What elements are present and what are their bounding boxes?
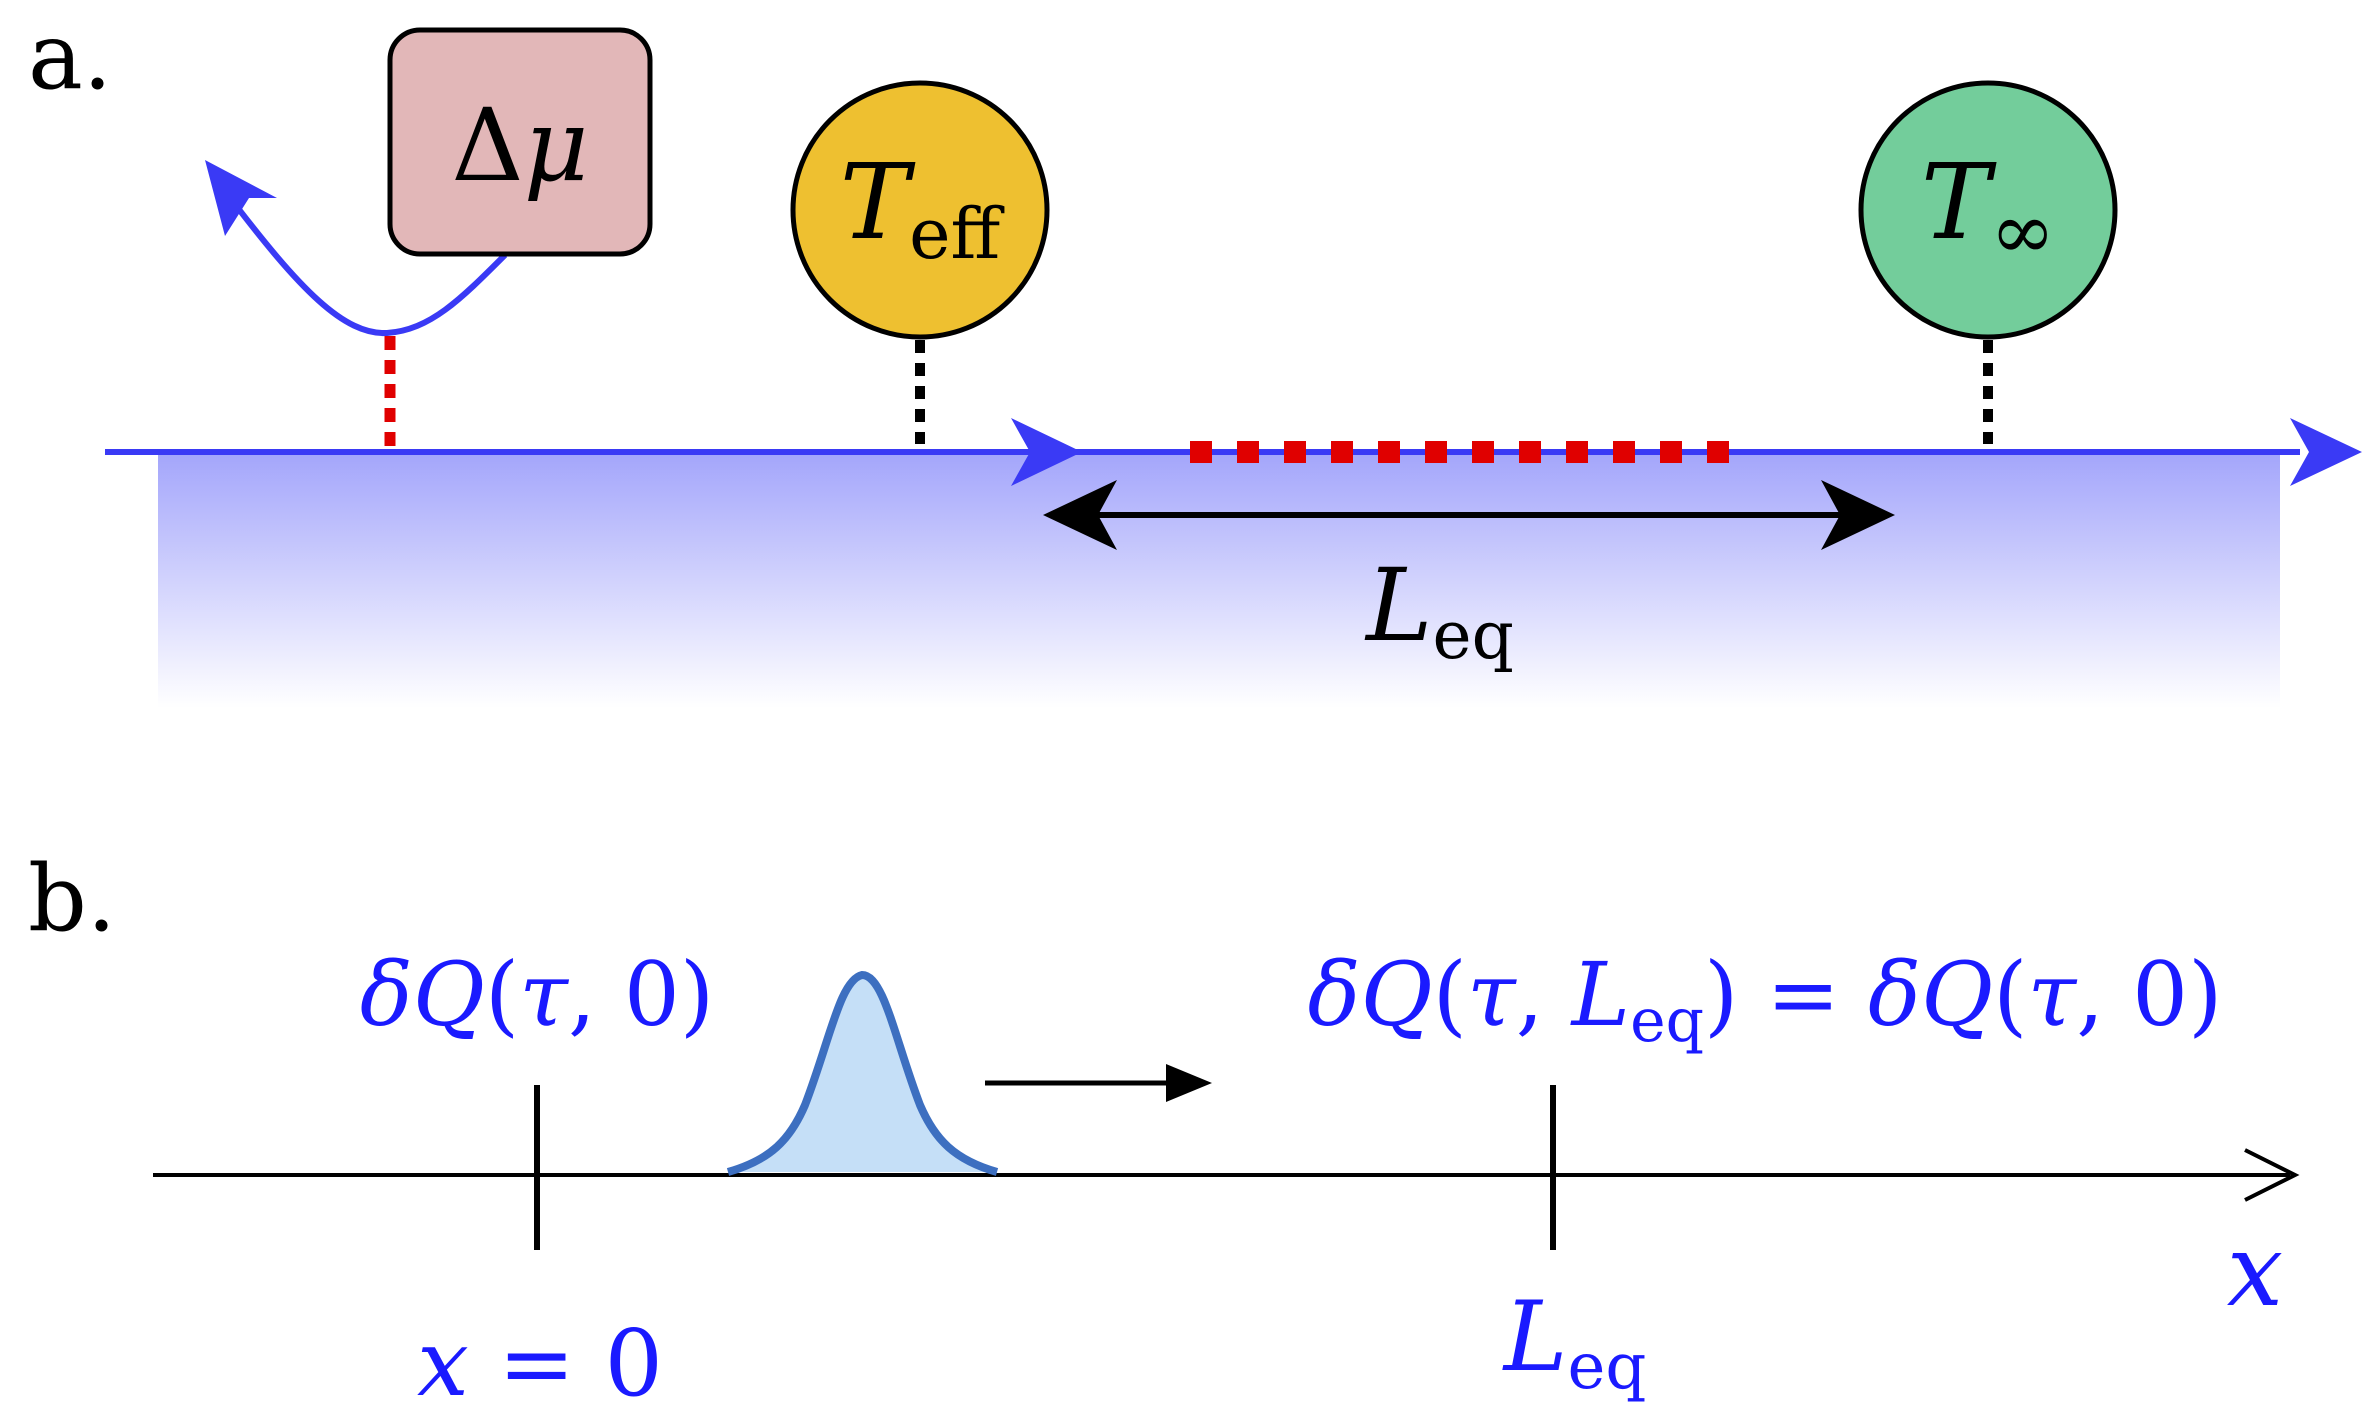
l-eq-label-panel-b: Leq [1502,1281,1647,1404]
rest-right-2: , 0) [2076,943,2222,1046]
t-eff-reservoir: Teff [790,80,1050,340]
l-eq-double-arrow [1043,480,1895,550]
t-inf-reservoir: T∞ [1858,80,2118,340]
paren-open-right-2: ( [1993,943,2027,1046]
tau-right: τ [1467,943,1517,1046]
t-inf-var: T [1921,141,1997,263]
l-eq-arrowhead-right [1821,480,1895,550]
l-var-right: L [1570,943,1630,1046]
propagation-arrowhead [1166,1064,1212,1102]
tunneling-arrowhead [205,160,277,236]
l-eq-label-panel-a: Leq [1364,547,1514,674]
t-inf-label: T∞ [1921,141,2055,277]
q-var-right-2: Q [1921,943,1993,1046]
comma-right: , [1516,943,1572,1046]
t-inf-sub: ∞ [1990,187,2055,277]
delta-q-periodicity-label: δQ(τ, Leq) = δQ(τ, 0) [1308,943,2223,1056]
l-eq-arrowhead-left [1043,480,1117,550]
delta-symbol: Δ [451,87,523,204]
bulk-region [158,452,2280,708]
t-eff-label: Teff [840,141,1005,275]
delta-symbol-left: δ [360,943,413,1046]
t-eff-sub: eff [909,193,1004,275]
delta-symbol-right: δ [1308,943,1361,1046]
equals-right: ) = [1704,943,1868,1046]
x-zero-label: x = 0 [417,1310,663,1417]
mu-symbol: μ [524,87,589,204]
edge-arrowhead-middle [1011,418,1082,486]
l-eq-var-b: L [1502,1281,1568,1393]
charge-pulse-outline [726,970,999,1176]
l-eq-sub: eq [1433,597,1514,674]
q-var-right: Q [1361,943,1433,1046]
q-var-left: Q [413,943,485,1046]
l-eq-var: L [1364,547,1432,664]
delta-symbol-right-2: δ [1868,943,1921,1046]
delta-mu-label: Δμ [451,87,588,204]
edge-arrowhead-end [2290,418,2362,486]
tunneling-curve [225,193,508,337]
x-axis-arrowhead [2244,1148,2300,1202]
tau-right-2: τ [2028,943,2078,1046]
delta-mu-reservoir: Δμ [387,27,653,257]
t-inf-circle [1858,80,2118,340]
tau-left: τ [519,943,569,1046]
delta-q-at-origin-label: δQ(τ, 0) [360,943,714,1046]
t-eff-var: T [840,141,916,263]
eq-sub-right: eq [1630,986,1704,1056]
paren-open-right: ( [1433,943,1467,1046]
charge-pulse [728,975,997,1172]
delta-mu-box [387,27,653,257]
x-axis-label: x [2227,1212,2283,1329]
rest-left: , 0) [568,943,714,1046]
panel-b-label: b. [28,845,116,952]
panel-a-label: a. [28,3,112,110]
x-origin-rest: = 0 [469,1310,663,1417]
l-eq-sub-b: eq [1567,1330,1646,1404]
paren-open-left: ( [485,943,519,1046]
t-eff-circle [790,80,1050,340]
x-var-origin: x [417,1310,469,1417]
